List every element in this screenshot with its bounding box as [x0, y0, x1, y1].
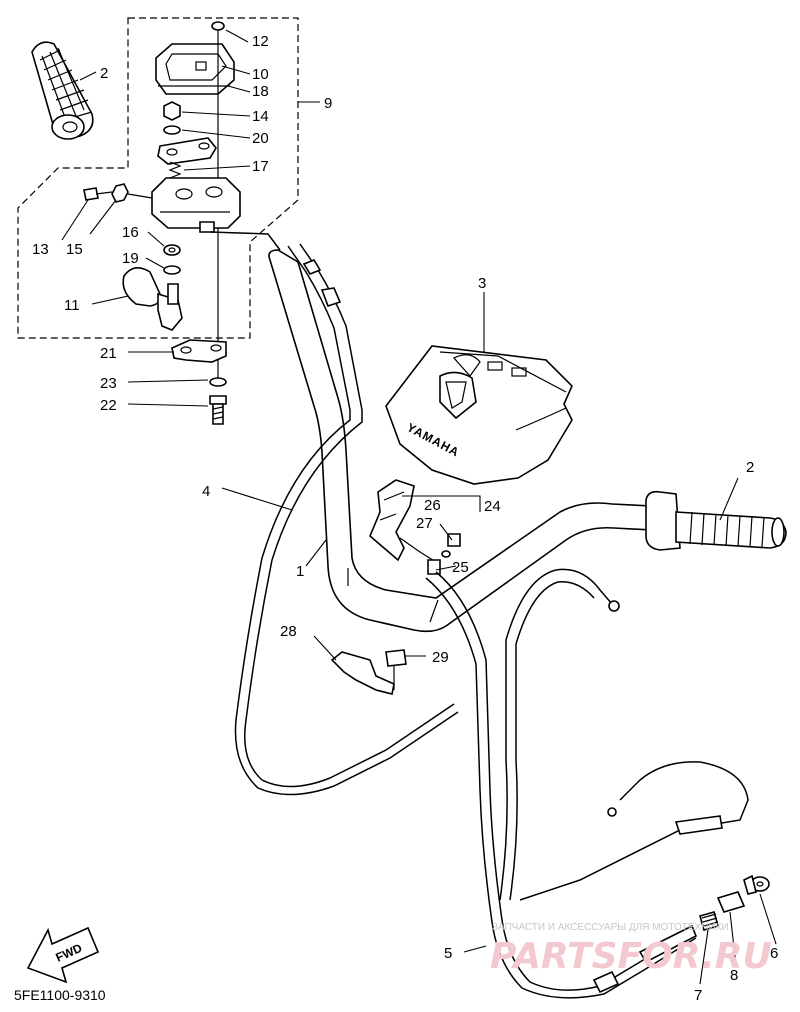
- bolt-22: [209, 395, 227, 425]
- switch-top-cover: [155, 43, 235, 95]
- callout-17: 17: [252, 158, 269, 175]
- callout-8: 8: [730, 967, 738, 984]
- wire-from-switch: [209, 231, 281, 251]
- lever-holder-24: [369, 479, 437, 563]
- callout-20: 20: [252, 130, 269, 147]
- nut-14: [163, 101, 181, 121]
- screw-12: [211, 21, 225, 62]
- washer-20: [163, 125, 181, 135]
- plate-20: [157, 137, 217, 165]
- bolt-29: [385, 649, 407, 690]
- screw-26: [447, 533, 461, 547]
- callout-19: 19: [122, 250, 139, 267]
- callout-4: 4: [202, 483, 210, 500]
- callout-10: 10: [252, 66, 269, 83]
- left-grip: [31, 41, 94, 140]
- callout-26: 26: [424, 497, 441, 514]
- watermark-logo: PARTSFOR.RU: [490, 936, 772, 977]
- leader-lines: [61, 29, 777, 985]
- callout-22: 22: [100, 397, 117, 414]
- handlebar-cover: YAMAHA: [385, 345, 573, 485]
- callout-1: 1: [296, 563, 304, 580]
- bolt-13: [83, 187, 113, 201]
- part-25: [427, 559, 441, 575]
- bolt-13-axis: [127, 193, 153, 199]
- cable-ends-6-7-8: [699, 874, 770, 931]
- callout-28: 28: [280, 623, 297, 640]
- switch-body: [151, 177, 241, 233]
- fwd-arrow-icon: [26, 926, 100, 984]
- callout-12: 12: [252, 33, 269, 50]
- watermark-caption: ЗАПЧАСТИ И АКСЕССУАРЫ ДЛЯ МОТОТЕХНИКИ: [492, 922, 729, 933]
- washer-23: [209, 377, 227, 387]
- callout-18: 18: [252, 83, 269, 100]
- cable-4: [234, 243, 459, 796]
- part-code: 5FE1100-9310: [14, 987, 106, 1003]
- part-27: [441, 550, 451, 558]
- washer-19: [163, 265, 181, 275]
- callout-2-left: 2: [100, 65, 108, 82]
- callout-23: 23: [100, 375, 117, 392]
- callout-25: 25: [452, 559, 469, 576]
- fwd-arrow: FWD: [26, 926, 100, 984]
- callout-13: 13: [32, 241, 49, 258]
- switch-assembly-dashed-border: [17, 17, 299, 339]
- callout-24: 24: [484, 498, 501, 515]
- callout-7: 7: [694, 987, 702, 1004]
- right-grip: [645, 490, 787, 551]
- callout-16: 16: [122, 224, 139, 241]
- washer-16: [163, 244, 181, 256]
- callout-21: 21: [100, 345, 117, 362]
- cable-5: [425, 571, 698, 999]
- callout-2-right: 2: [746, 459, 754, 476]
- callout-6: 6: [770, 945, 778, 962]
- callout-27: 27: [416, 515, 433, 532]
- callout-3: 3: [478, 275, 486, 292]
- callout-14: 14: [252, 108, 269, 125]
- callout-5: 5: [444, 945, 452, 962]
- callout-29: 29: [432, 649, 449, 666]
- cable-right: [499, 568, 749, 901]
- callout-11: 11: [64, 297, 80, 314]
- throttle-lever-11: [122, 267, 183, 331]
- bracket-28: [330, 651, 395, 695]
- callout-15: 15: [66, 241, 83, 258]
- callout-labels: 1 2 2 3 4 5 6 7 8 9 10 11 12 13 14 15 16…: [32, 33, 778, 1004]
- spring-17: [168, 161, 182, 179]
- nut-15: [111, 183, 129, 203]
- clamp-21: [171, 339, 227, 363]
- callout-9: 9: [324, 95, 332, 112]
